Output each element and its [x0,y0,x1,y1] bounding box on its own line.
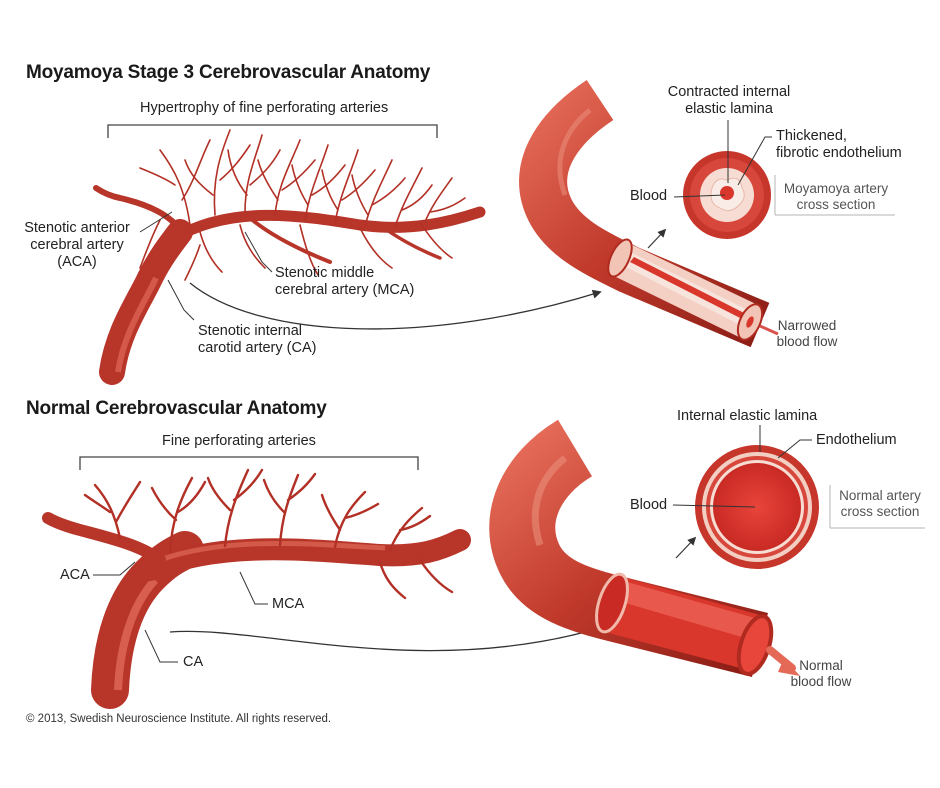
normal-cross-section-label: Normal artery cross section [839,488,921,519]
normal-ca-label: CA [183,654,204,670]
copyright-notice: © 2013, Swedish Neuroscience Institute. … [26,713,332,725]
moyamoya-cs-leaders [673,120,772,198]
moyamoya-artery-tree [93,129,486,385]
normal-aca-label: ACA [60,567,90,583]
moyamoya-aca-label: Stenotic anterior cerebral artery (ACA) [24,220,130,270]
normal-title: Normal Cerebrovascular Anatomy [26,398,327,419]
normal-lamina-label: Internal elastic lamina [677,408,818,424]
normal-flow-label: Normal blood flow [790,658,852,689]
moyamoya-cs-dividers [774,175,895,216]
moyamoya-section-arrow [647,228,667,249]
moyamoya-bracket [107,124,438,138]
normal-cs-leaders [672,425,812,508]
moyamoya-bracket-label: Hypertrophy of fine perforating arteries [140,100,389,116]
moyamoya-flow-label: Narrowed blood flow [776,318,838,349]
moyamoya-ca-label: Stenotic internal carotid artery (CA) [198,323,317,356]
moyamoya-mca-vessel [169,206,486,244]
moyamoya-cross-section-label: Moyamoya artery cross section [783,181,889,212]
moyamoya-lamina-label: Contracted internal elastic lamina [667,84,791,117]
normal-cross-section [695,445,819,569]
normal-cs-dividers [829,485,925,529]
normal-leader-lines [93,561,268,663]
normal-artery-tube [489,419,774,678]
moyamoya-flow-arrow [759,324,779,336]
normal-blood-label: Blood [630,497,668,513]
normal-endothelium-label: Endothelium [816,432,897,448]
normal-mca-vessel [139,529,471,581]
moyamoya-artery-tube [519,80,770,348]
normal-bracket-label: Fine perforating arteries [162,433,316,449]
normal-mca-label: MCA [272,596,305,612]
moyamoya-endothelium-label: Thickened, fibrotic endothelium [776,128,902,161]
normal-connector-arrow [169,625,602,652]
moyamoya-connector-arrow [189,282,602,330]
moyamoya-mca-label: Stenotic middle cerebral artery (MCA) [275,265,415,298]
moyamoya-leader-lines [139,211,273,321]
moyamoya-aca-vessel [93,185,185,235]
normal-bracket [79,456,419,470]
normal-aca-vessel [42,512,166,566]
moyamoya-title: Moyamoya Stage 3 Cerebrovascular Anatomy [26,62,431,83]
normal-artery-tree [42,468,471,709]
normal-section-arrow [675,536,697,559]
moyamoya-blood-label: Blood [630,188,668,204]
moyamoya-carotid-trunk [99,219,193,385]
moyamoya-cross-section [683,151,771,239]
